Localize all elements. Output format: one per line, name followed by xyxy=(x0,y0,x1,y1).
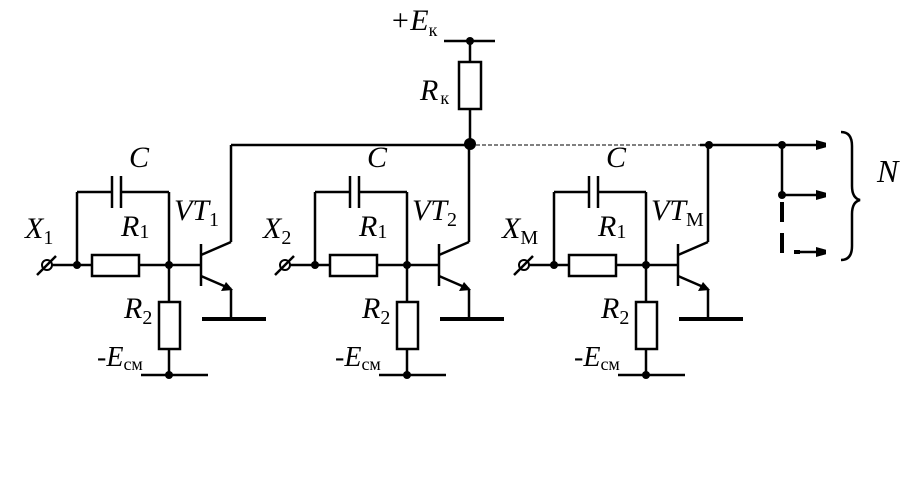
bias-node xyxy=(642,371,650,379)
transistor-label: VT1 xyxy=(174,194,219,231)
resistor-r2 xyxy=(395,300,420,351)
collector-resistor xyxy=(457,60,483,111)
bias-label-sub: см xyxy=(600,354,619,374)
bias-label-sub: см xyxy=(123,354,142,374)
transistor-label-main: VT xyxy=(174,194,211,227)
capacitor-label: C xyxy=(606,141,627,174)
outputs-count-label: N xyxy=(876,153,900,189)
capacitor-label: C xyxy=(367,141,388,174)
supply-label: +Eк xyxy=(390,4,438,40)
input-label-main: X xyxy=(262,212,283,245)
input-label-sub: 1 xyxy=(43,227,53,249)
capacitor-label: C xyxy=(129,141,150,174)
r1-label-main: R xyxy=(120,210,139,243)
r1-label: R1 xyxy=(597,210,626,243)
output-lines xyxy=(778,145,825,253)
bias-label: -Eсм xyxy=(335,342,381,374)
r1-label-main: R xyxy=(597,210,616,243)
transistor-label-main: VT xyxy=(412,194,449,227)
bias-label: -Eсм xyxy=(97,342,143,374)
input-label-sub: 2 xyxy=(281,227,291,249)
transistor-collector xyxy=(438,240,470,257)
r2-label-main: R xyxy=(361,292,380,325)
bias-node xyxy=(403,371,411,379)
r1-label-sub: 1 xyxy=(377,221,387,243)
r1-label: R1 xyxy=(120,210,149,243)
emitter-arrow xyxy=(698,282,710,291)
emitter-arrow xyxy=(459,282,471,291)
input-label: X2 xyxy=(262,212,291,249)
r2-label-sub: 2 xyxy=(142,307,152,329)
collector-bus xyxy=(231,141,786,149)
input-label-main: X xyxy=(24,212,45,245)
input-label-main: X xyxy=(501,212,522,245)
r1-label-sub: 1 xyxy=(139,221,149,243)
r2-label-main: R xyxy=(600,292,619,325)
input-label: XM xyxy=(501,212,538,249)
input-terminal-slash xyxy=(274,255,295,276)
transistor-label: VTM xyxy=(651,194,704,231)
bias-label-main: -E xyxy=(574,342,600,373)
outputs-brace xyxy=(840,130,861,262)
resistor-r2 xyxy=(157,300,182,351)
resistor-r2 xyxy=(634,300,659,351)
bias-label-main: -E xyxy=(97,342,123,373)
emitter-arrow xyxy=(221,282,233,291)
transistor-collector xyxy=(677,240,709,257)
bias-label-sub: см xyxy=(361,354,380,374)
r2-label-sub: 2 xyxy=(619,307,629,329)
input-terminal-slash xyxy=(513,255,534,276)
transistor-label-sub: 1 xyxy=(209,209,219,231)
r2-label: R2 xyxy=(123,292,152,329)
bias-node xyxy=(165,371,173,379)
stages: CR1R2X1VT1-EсмCR1R2X2VT2-EсмCR1R2XMVTM-E… xyxy=(24,141,743,379)
r2-label-sub: 2 xyxy=(380,307,390,329)
transistor-label: VT2 xyxy=(412,194,457,231)
input-label-sub: M xyxy=(520,227,538,249)
transistor-label-sub: M xyxy=(686,209,704,231)
bias-label-main: -E xyxy=(335,342,361,373)
resistor-r1 xyxy=(90,253,141,278)
resistor-r1 xyxy=(567,253,618,278)
transistor-label-main: VT xyxy=(651,194,688,227)
r2-label: R2 xyxy=(600,292,629,329)
supply-rail xyxy=(444,37,495,62)
r2-label-main: R xyxy=(123,292,142,325)
bias-label: -Eсм xyxy=(574,342,620,374)
r1-label-sub: 1 xyxy=(616,221,626,243)
r1-label: R1 xyxy=(358,210,387,243)
transistor-collector xyxy=(200,240,232,257)
r1-label-main: R xyxy=(358,210,377,243)
input-label: X1 xyxy=(24,212,53,249)
resistor-r1 xyxy=(328,253,379,278)
r2-label: R2 xyxy=(361,292,390,329)
input-terminal-slash xyxy=(36,255,57,276)
transistor-label-sub: 2 xyxy=(447,209,457,231)
